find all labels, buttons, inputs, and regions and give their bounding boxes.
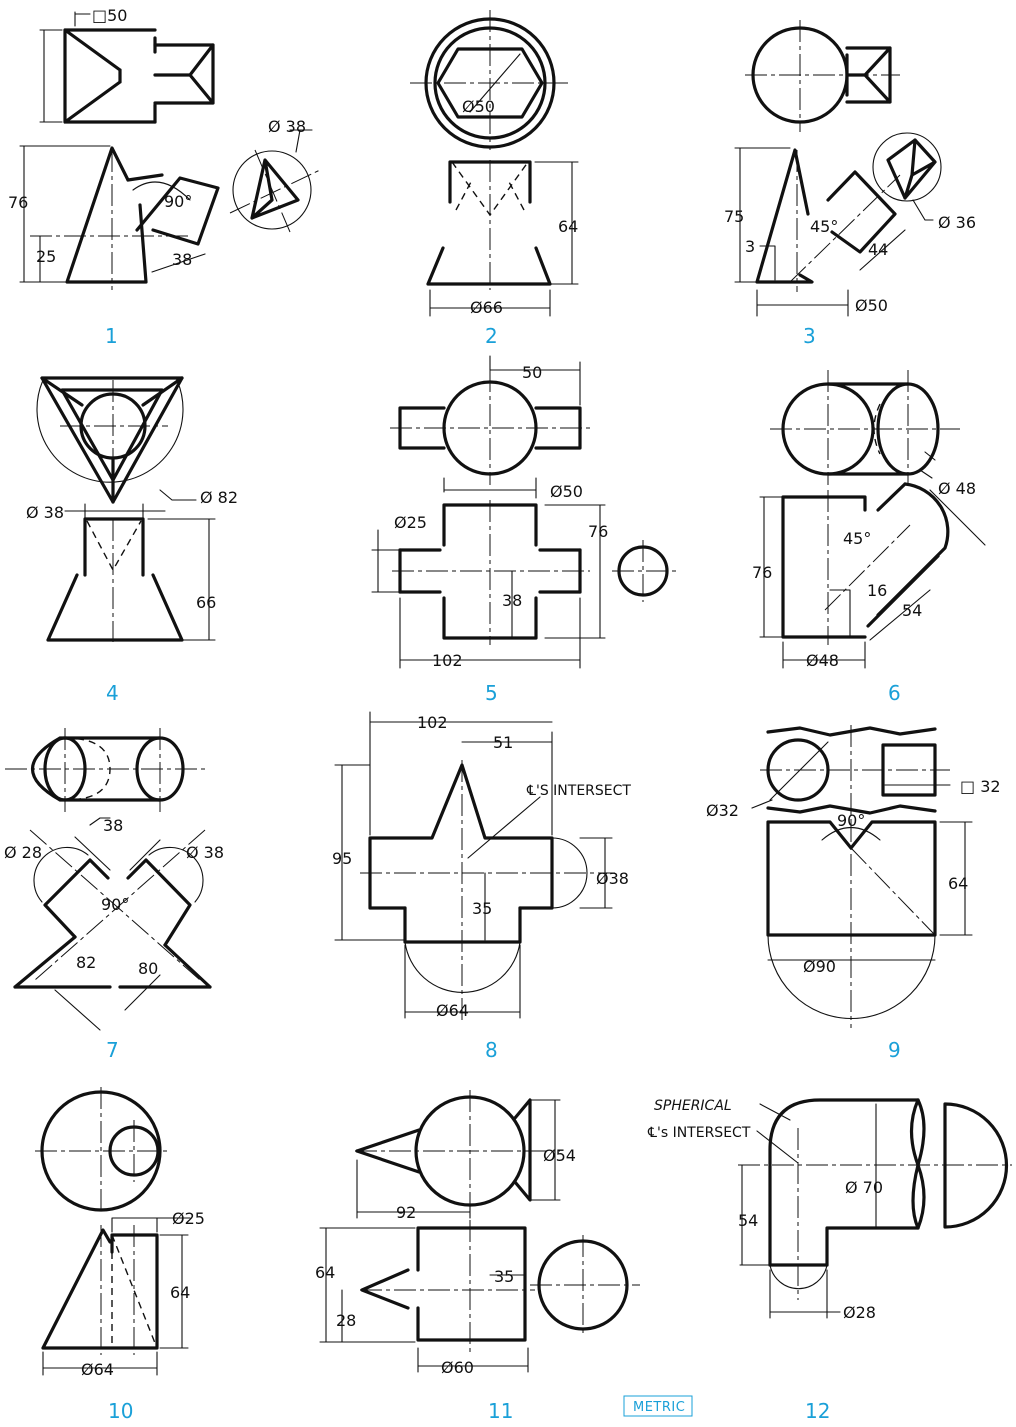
p3-length-label: 44 — [868, 240, 888, 259]
problem-11-drawing — [319, 1090, 640, 1373]
figure-number-12: 12 — [805, 1399, 830, 1423]
p8-side-diameter: Ø38 — [596, 869, 629, 888]
p5-sphere-diameter: Ø50 — [550, 482, 583, 501]
figure-number-11: 11 — [488, 1399, 513, 1423]
p10-base-diameter: Ø64 — [81, 1360, 114, 1379]
p5-branch-diameter: Ø25 — [394, 513, 427, 532]
p12-note-spherical: SPHERICAL — [654, 1098, 732, 1114]
p7-right-length: 80 — [138, 959, 158, 978]
p6-branch-diameter: Ø 48 — [938, 479, 976, 498]
p8-bottom-diameter: Ø64 — [436, 1001, 469, 1020]
p11-height-label: 64 — [315, 1263, 335, 1282]
p3-offset-label: 3 — [745, 237, 755, 256]
p8-height-label: 95 — [332, 849, 352, 868]
p1-height-label: 76 — [8, 193, 28, 212]
p3-base-diameter: Ø50 — [855, 296, 888, 315]
p1-square-label: □50 — [92, 6, 127, 25]
p4-top-diameter: Ø 38 — [26, 503, 64, 522]
p4-height-label: 66 — [196, 593, 216, 612]
p6-length-label: 54 — [902, 601, 922, 620]
problem-1-drawing — [19, 11, 321, 290]
p12-note-intersect: ℄'s INTERSECT — [647, 1125, 751, 1141]
p5-offset-label: 50 — [522, 363, 542, 382]
p1-offset-label: 25 — [36, 247, 56, 266]
figure-number-4: 4 — [106, 681, 119, 705]
p2-inner-diameter: Ø50 — [462, 97, 495, 116]
problem-3-drawing — [734, 20, 942, 317]
p10-height-label: 64 — [170, 1283, 190, 1302]
p9-square-label: □ 32 — [960, 777, 1001, 796]
problem-7-drawing — [5, 728, 212, 1031]
figure-number-1: 1 — [105, 324, 118, 348]
p5-width-label: 102 — [432, 651, 463, 670]
p6-angle-label: 45° — [843, 529, 871, 548]
p12-height-label: 54 — [738, 1211, 758, 1230]
p11-offset-label: 28 — [336, 1311, 356, 1330]
figure-number-7: 7 — [106, 1038, 119, 1062]
p9-base-diameter: Ø90 — [803, 957, 836, 976]
p10-small-diameter: Ø25 — [172, 1209, 205, 1228]
figure-number-5: 5 — [485, 681, 498, 705]
p7-left-diameter: Ø 28 — [4, 843, 42, 862]
p4-circle-diameter: Ø 82 — [200, 488, 238, 507]
figure-number-8: 8 — [485, 1038, 498, 1062]
problem-12-drawing — [738, 1098, 1012, 1319]
p11-diameter-label: Ø54 — [543, 1146, 576, 1165]
metric-badge: METRIC — [633, 1400, 685, 1415]
p8-half-width-label: 51 — [493, 733, 513, 752]
p8-offset-label: 35 — [472, 899, 492, 918]
p3-angle-label: 45° — [810, 217, 838, 236]
figure-number-10: 10 — [108, 1399, 133, 1423]
problem-10-drawing — [35, 1087, 191, 1376]
p6-height-label: 76 — [752, 563, 772, 582]
problem-2-drawing — [410, 10, 579, 317]
p11-base-diameter: Ø60 — [441, 1358, 474, 1377]
p1-length-label: 38 — [172, 250, 192, 269]
figure-number-3: 3 — [803, 324, 816, 348]
figure-number-9: 9 — [888, 1038, 901, 1062]
figure-number-2: 2 — [485, 324, 498, 348]
problem-6-drawing — [759, 370, 986, 669]
p6-base-diameter: Ø48 — [806, 651, 839, 670]
p8-note: ℄'S INTERSECT — [526, 783, 631, 799]
p3-height-label: 75 — [724, 207, 744, 226]
p12-pipe-diameter: Ø 70 — [845, 1178, 883, 1197]
figure-number-6: 6 — [888, 681, 901, 705]
p6-offset-label: 16 — [867, 581, 887, 600]
metric-badge-frame — [623, 1395, 693, 1417]
p7-angle-label: 90° — [101, 895, 129, 914]
p1-angle-label: 90° — [164, 192, 192, 211]
p9-circle-diameter: Ø32 — [706, 801, 739, 820]
p2-height-label: 64 — [558, 217, 578, 236]
p9-height-label: 64 — [948, 874, 968, 893]
p7-left-length: 82 — [76, 953, 96, 972]
problem-4-drawing — [36, 376, 216, 642]
p7-right-diameter: Ø 38 — [186, 843, 224, 862]
p5-center-label: 38 — [502, 591, 522, 610]
problem-8-drawing — [334, 711, 615, 1020]
p5-height-label: 76 — [588, 522, 608, 541]
p12-bottom-diameter: Ø28 — [843, 1303, 876, 1322]
p11-length-label: 92 — [396, 1203, 416, 1222]
p7-offset-label: 38 — [103, 816, 123, 835]
p1-diameter-label: Ø 38 — [268, 117, 306, 136]
problem-5-drawing — [371, 355, 676, 669]
problem-9-drawing — [751, 725, 973, 1028]
p9-angle-label: 90° — [837, 811, 865, 830]
p2-base-diameter: Ø66 — [470, 298, 503, 317]
p11-inner-label: 35 — [494, 1267, 514, 1286]
p8-width-label: 102 — [417, 713, 448, 732]
p3-small-diameter: Ø 36 — [938, 213, 976, 232]
